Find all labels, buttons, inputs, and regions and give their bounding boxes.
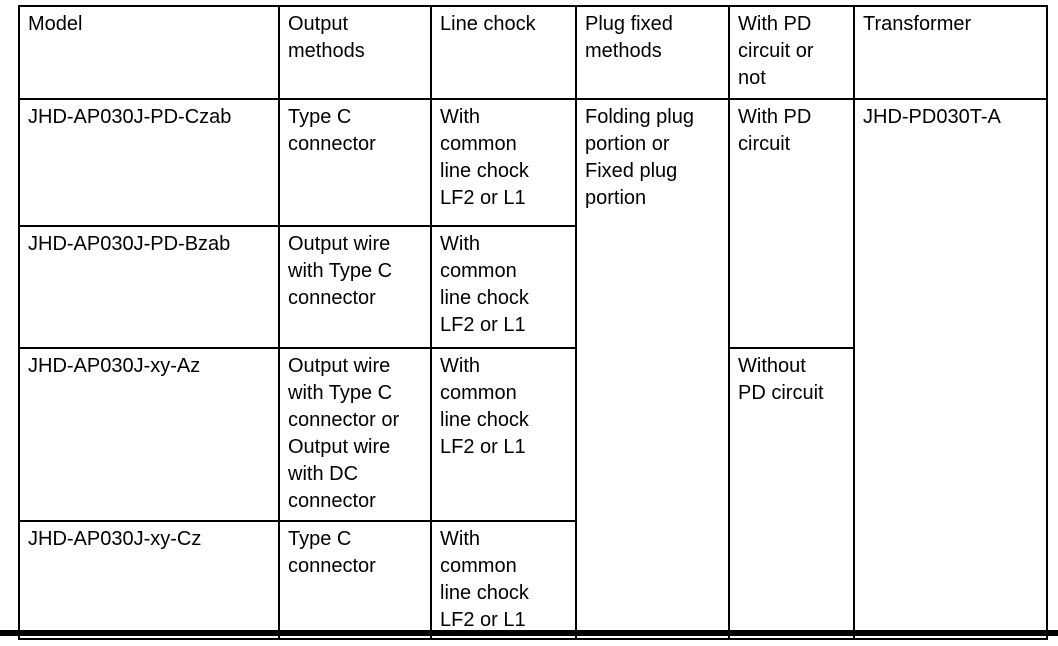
table-header-row: Model Output methods Line chock Plug fix… <box>18 5 1048 100</box>
output-methods-cell: Output wire with Type C connector <box>278 225 432 349</box>
line-chock-cell: With common line chock LF2 or L1 <box>430 520 577 640</box>
line-chock-cell: With common line chock LF2 or L1 <box>430 225 577 349</box>
table-row: JHD-AP030J-xy-Az Output wire with Type C… <box>18 347 1047 640</box>
table-row: JHD-AP030J-xy-Cz Type C connector With c… <box>18 520 1047 640</box>
line-chock-cell: With common line chock LF2 or L1 <box>430 347 577 522</box>
plug-fixed-methods-cell: Folding plug portion or Fixed plug porti… <box>575 98 730 640</box>
col-header-line-chock: Line chock <box>430 5 577 100</box>
line-chock-cell: With common line chock LF2 or L1 <box>430 98 577 227</box>
model-cell: JHD-AP030J-PD-Czab <box>18 98 280 227</box>
col-header-plug-fixed-methods: Plug fixed methods <box>575 5 730 100</box>
transformer-cell: JHD-PD030T-A <box>853 98 1048 640</box>
model-cell: JHD-AP030J-xy-Cz <box>18 520 280 640</box>
output-methods-cell: Type C connector <box>278 520 432 640</box>
with-pd-circuit-cell: With PD circuit <box>728 98 855 349</box>
without-pd-circuit-cell: Without PD circuit <box>728 347 855 640</box>
col-header-model: Model <box>18 5 280 100</box>
col-header-transformer: Transformer <box>853 5 1048 100</box>
table-row: JHD-AP030J-PD-Bzab Output wire with Type… <box>18 225 1047 349</box>
output-methods-cell: Type C connector <box>278 98 432 227</box>
output-methods-cell: Output wire with Type C connector or Out… <box>278 347 432 522</box>
model-cell: JHD-AP030J-xy-Az <box>18 347 280 522</box>
col-header-output-methods: Output methods <box>278 5 432 100</box>
page-bottom-rule <box>0 630 1058 636</box>
col-header-pd-circuit: With PD circuit or not <box>728 5 855 100</box>
model-cell: JHD-AP030J-PD-Bzab <box>18 225 280 349</box>
product-spec-table: Model Output methods Line chock Plug fix… <box>18 5 1048 640</box>
table-row: JHD-AP030J-PD-Czab Type C connector With… <box>18 98 1048 640</box>
